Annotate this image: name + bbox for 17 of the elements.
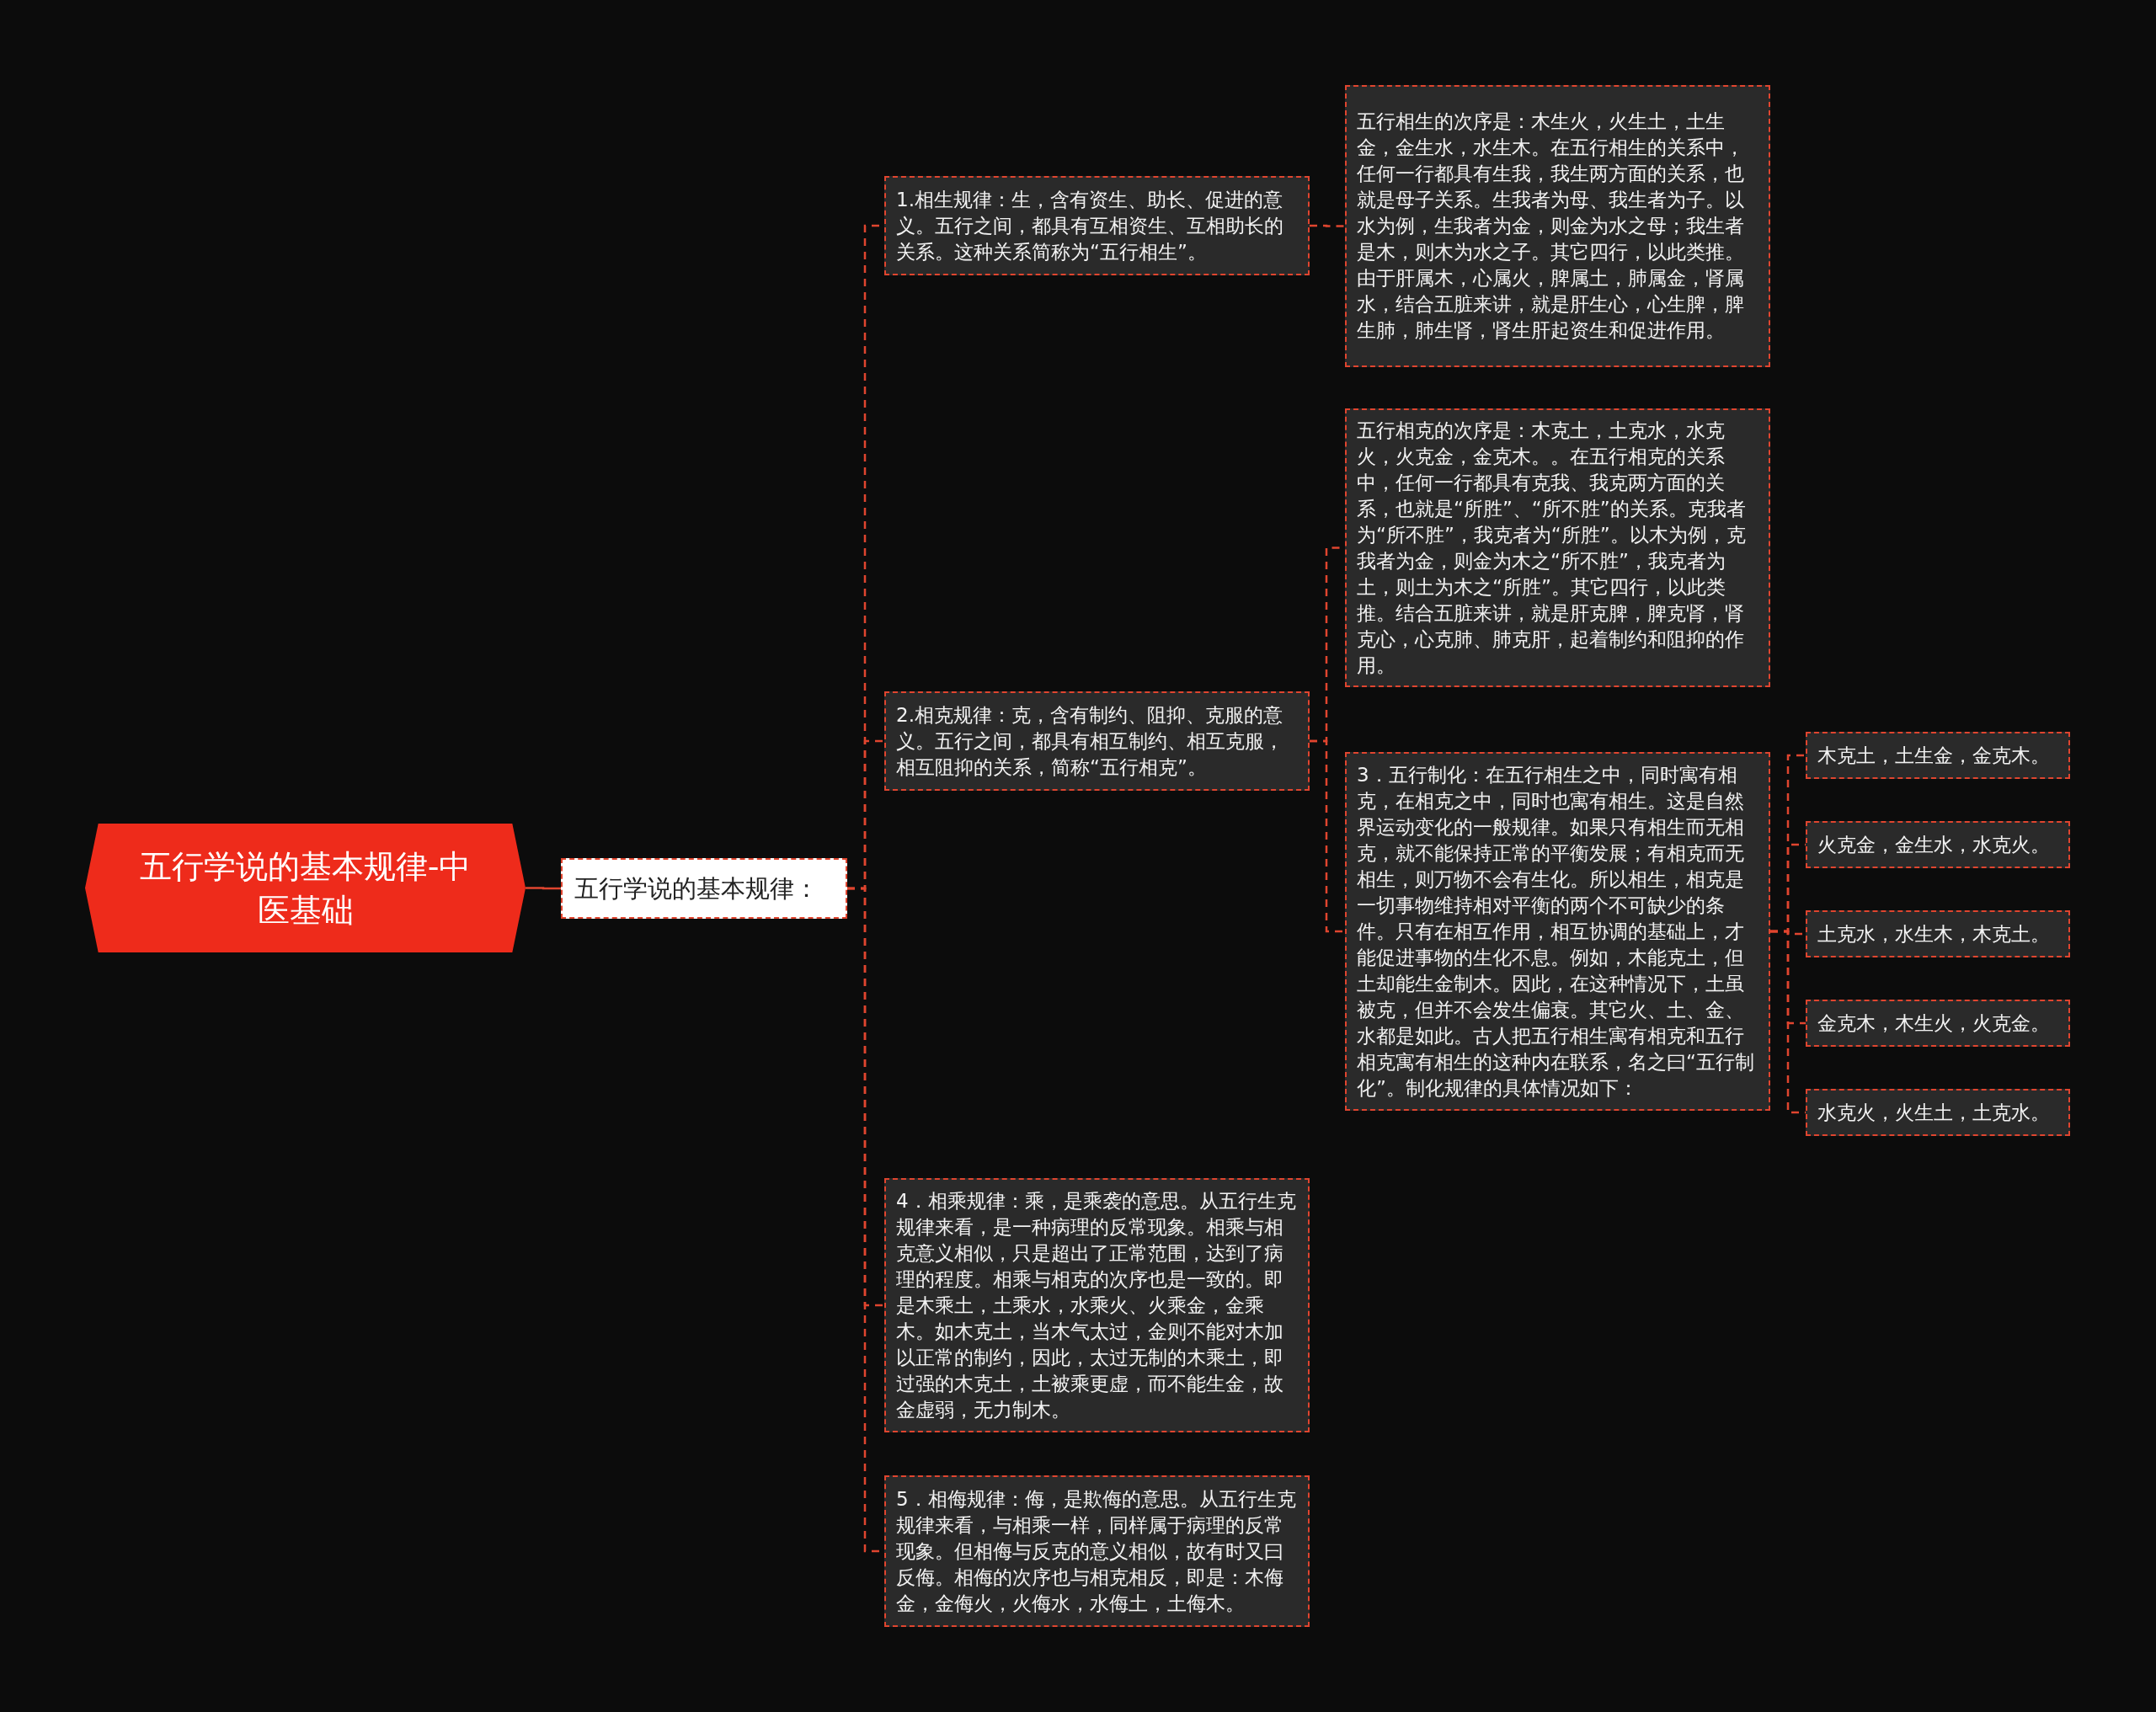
note-box: 土克水，水生木，木克土。 [1806, 910, 2070, 957]
note-box: 4．相乘规律：乘，是乘袭的意思。从五行生克规律来看，是一种病理的反常现象。相乘与相克意义相似，只是超出了正常范围，达到了病理的程度。相乘与相克的次序也是一致的。即是木乘土，土乘水，水乘火、火乘金，金乘木。如木克土，当木气太过，金则不能对木加以正常的制约，因此，太过无制的木乘土，即过强的木克土，土被乘更虚，而不能生金，故金虚弱，无力制木。 [884, 1178, 1310, 1432]
note-box: 1.相生规律：生，含有资生、助长、促进的意义。五行之间，都具有互相资生、互相助长的关系。这种关系简称为“五行相生”。 [884, 176, 1310, 275]
central-topic: 五行学说的基本规律-中医基础 [85, 824, 526, 952]
note-box: 五行相生的次序是：木生火，火生土，土生金，金生水，水生木。在五行相生的关系中，任何一行都具有生我，我生两方面的关系，也就是母子关系。生我者为母、我生者为子。以水为例，生我者为金，则金为水之母；我生者是木，则木为水之子。其它四行，以此类推。由于肝属木，心属火，脾属土，肺属金，肾属水，结合五脏来讲，就是肝生心，心生脾，脾生肺，肺生肾，肾生肝起资生和促进作用。 [1345, 85, 1770, 367]
note-box: 3．五行制化：在五行相生之中，同时寓有相克，在相克之中，同时也寓有相生。这是自然界运动变化的一般规律。如果只有相生而无相克，就不能保持正常的平衡发展；有相克而无相生，则万物不会有生化。所以相生，相克是一切事物维持相对平衡的两个不可缺少的条件。只有在相互作用，相互协调的基础上，才能促进事物的生化不息。例如，木能克土，但土却能生金制木。因此，在这种情况下，土虽被克，但并不会发生偏衰。其它火、土、金、水都是如此。古人把五行相生寓有相克和五行相克寓有相生的这种内在联系，名之曰“五行制化”。制化规律的具体情况如下： [1345, 752, 1770, 1111]
topic-box: 五行学说的基本规律： [561, 858, 847, 919]
note-box: 金克木，木生火，火克金。 [1806, 1000, 2070, 1047]
connector [526, 887, 561, 890]
connector [1310, 224, 1345, 227]
connector [1310, 739, 1345, 933]
note-box: 2.相克规律：克，含有制约、阻抑、克服的意义。五行之间，都具有相互制约、相互克服，相互阻抑的关系，简称“五行相克”。 [884, 691, 1310, 791]
note-box: 水克火，火生土，土克水。 [1806, 1089, 2070, 1136]
note-box: 火克金，金生水，水克火。 [1806, 821, 2070, 868]
note-box: 木克土，土生金，金克木。 [1806, 732, 2070, 779]
note-box: 5．相侮规律：侮，是欺侮的意思。从五行生克规律来看，与相乘一样，同样属于病理的反常现象。但相侮与反克的意义相似，故有时又曰反侮。相侮的次序也与相克相反，即是：木侮金，金侮火，火侮水，水侮土，土侮木。 [884, 1475, 1310, 1627]
note-box: 五行相克的次序是：木克土，土克水，水克火，火克金，金克木。。在五行相克的关系中，任何一行都具有克我、我克两方面的关系，也就是“所胜”、“所不胜”的关系。克我者为“所不胜”，我克者为“所胜”。以木为例，克我者为金，则金为木之“所不胜”，我克者为土，则土为木之“所胜”。其它四行，以此类推。结合五脏来讲，就是肝克脾，脾克肾，肾克心，心克肺、肺克肝，起着制约和阻抑的作用。 [1345, 408, 1770, 687]
